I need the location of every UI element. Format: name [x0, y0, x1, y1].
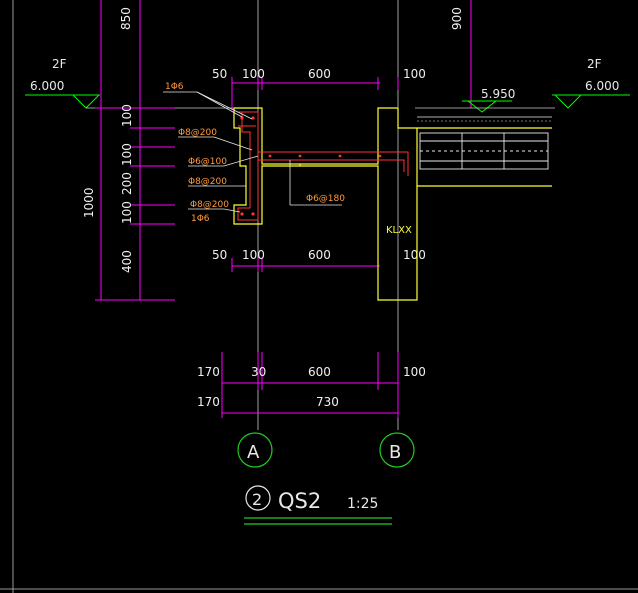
level-right-elevation: 6.000 [585, 79, 619, 93]
rebar-dots [240, 116, 382, 216]
top-vertical-dim-lines [100, 0, 472, 300]
level-left-floor: 2F [52, 57, 67, 71]
title-name: QS2 [278, 489, 321, 513]
dim-top-2: 100 [242, 67, 265, 81]
level-marker-right [552, 94, 630, 109]
beam-label: KLXX [386, 225, 412, 236]
vert-dim-total: 1000 [82, 187, 96, 218]
level-marker-mid [462, 100, 512, 113]
leader-lines [163, 91, 342, 213]
axis-label-b: B [389, 442, 401, 463]
rebar-label-top-bars: 1Φ6 [165, 82, 184, 92]
rebar-label-slab: Φ6@180 [306, 194, 345, 204]
title-block [244, 485, 392, 525]
dim-bottom-1: 170 [197, 365, 220, 379]
rebar-label-bottom-bars: 1Φ6 [191, 214, 210, 224]
dim-bottom2-1: 170 [197, 395, 220, 409]
top-dim-right: 900 [450, 7, 464, 30]
dim-mid-1: 50 [212, 248, 227, 262]
dim-bottom-4: 100 [403, 365, 426, 379]
dim-top-1: 50 [212, 67, 227, 81]
rebar-label-stirrup-2: Φ6@100 [188, 157, 227, 167]
vert-dim-2: 100 [120, 143, 134, 166]
level-right-floor: 2F [587, 57, 602, 71]
dim-mid-4: 100 [403, 248, 426, 262]
axis-label-a: A [247, 442, 260, 463]
title-number: 2 [252, 490, 262, 509]
concrete-outline [233, 107, 552, 301]
rebar-label-stirrup-1: Φ8@200 [178, 128, 217, 138]
dim-top-4: 100 [403, 67, 426, 81]
vert-dim-1: 100 [120, 104, 134, 127]
slab-section [419, 132, 549, 170]
dim-row-bottom-1 [221, 352, 399, 418]
rebar-label-stirrup-4: Φ8@200 [190, 200, 229, 210]
dim-bottom2-2: 730 [316, 395, 339, 409]
level-left-elevation: 6.000 [30, 79, 64, 93]
vert-dim-5: 400 [120, 250, 134, 273]
level-mid-elevation: 5.950 [481, 87, 515, 101]
dim-row-top [231, 77, 399, 110]
top-dim-left: 850 [119, 7, 133, 30]
dim-mid-2: 100 [242, 248, 265, 262]
title-scale: 1:25 [347, 496, 378, 512]
dim-bottom-3: 600 [308, 365, 331, 379]
axis-bubble-b [379, 432, 415, 468]
vert-dim-4: 100 [120, 201, 134, 224]
rebar [237, 111, 409, 221]
rebar-label-stirrup-3: Φ8@200 [188, 177, 227, 187]
dim-bottom-2: 30 [251, 365, 266, 379]
axis-bubble-a [237, 432, 273, 468]
vert-dims [95, 107, 175, 301]
vert-dim-3: 200 [120, 172, 134, 195]
dim-top-3: 600 [308, 67, 331, 81]
dim-mid-3: 600 [308, 248, 331, 262]
